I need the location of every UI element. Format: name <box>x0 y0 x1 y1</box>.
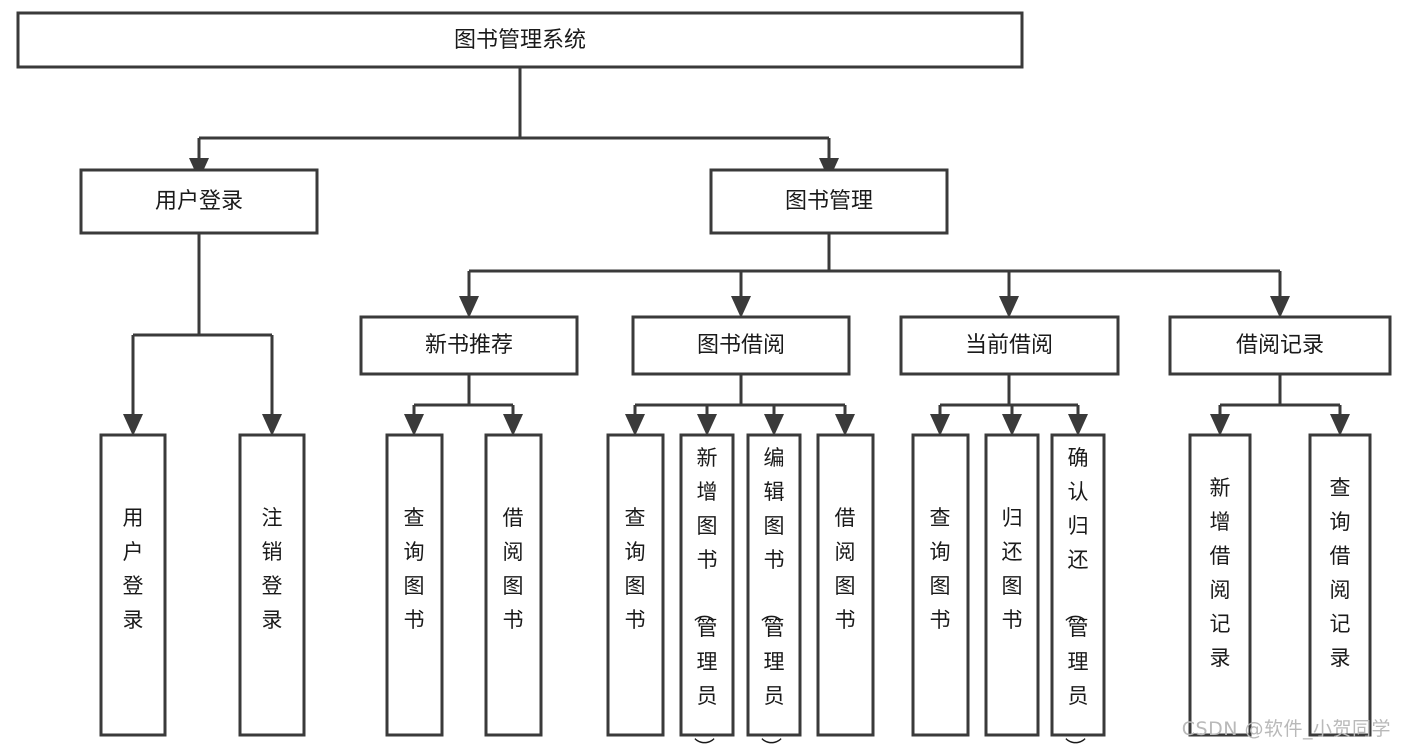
edge-bookborrow-to-leaves-bus <box>633 374 847 416</box>
leaf-add-book-label: 新增图书（管理员） <box>692 446 718 747</box>
arrow-to-leaf-add-book <box>697 414 717 436</box>
node-book-borrow-box <box>631 315 851 376</box>
node-current-borrow-label: 当前借阅 <box>965 333 1053 358</box>
node-book-manage[interactable]: 图书管理 <box>709 168 949 235</box>
leaf-logout-box <box>238 433 306 737</box>
node-root-label: 图书管理系统 <box>454 28 586 53</box>
leaf-query-book-2[interactable]: 查询图书 <box>606 433 665 737</box>
leaf-query-book-3-box <box>911 433 970 737</box>
connector-layer <box>123 67 1350 436</box>
leaf-add-record-box <box>1188 433 1252 737</box>
arrow-to-leaf-add-record <box>1210 414 1230 436</box>
node-root-box <box>16 11 1024 69</box>
leaf-borrow-book-2-label: 借阅图书 <box>835 506 856 632</box>
leaf-query-record[interactable]: 查询借阅记录 <box>1308 433 1372 737</box>
leaf-query-book-2-box <box>606 433 665 737</box>
leaf-confirm-return-label: 确认归还（管理员） <box>1063 446 1089 747</box>
arrow-to-new-book-recommend <box>459 296 479 318</box>
node-book-borrow-label: 图书借阅 <box>697 333 785 358</box>
node-book-borrow[interactable]: 图书借阅 <box>631 315 851 376</box>
node-current-borrow[interactable]: 当前借阅 <box>899 315 1120 376</box>
edge-bookmanage-to-level3-bus <box>467 233 1282 298</box>
leaf-logout-label: 注销登录 <box>262 506 283 632</box>
leaf-user-login-box <box>99 433 167 737</box>
edge-root-to-level2-bus <box>197 67 831 160</box>
arrow-to-leaf-query-book-3 <box>930 414 950 436</box>
leaf-borrow-book-1-label: 借阅图书 <box>503 506 524 632</box>
node-user-login-box <box>79 168 319 235</box>
arrow-to-leaf-logout <box>262 414 282 436</box>
edge-borrowrecord-to-leaves-bus <box>1218 374 1342 416</box>
leaf-add-record[interactable]: 新增借阅记录 <box>1188 433 1252 737</box>
arrow-to-leaf-query-record <box>1330 414 1350 436</box>
leaf-user-login[interactable]: 用户登录 <box>99 433 167 737</box>
arrow-to-leaf-user-login <box>123 414 143 436</box>
leaf-nodes-layer: 用户登录 注销登录 查询图书 借阅图书 查询图书 新增图书（管理员） <box>99 433 1372 747</box>
edge-newbook-to-leaves-bus <box>412 374 515 416</box>
node-new-book-recommend-box <box>359 315 579 376</box>
arrow-to-book-borrow <box>731 296 751 318</box>
leaf-borrow-book-1[interactable]: 借阅图书 <box>484 433 543 737</box>
leaf-add-book-box <box>679 433 735 737</box>
node-new-book-recommend[interactable]: 新书推荐 <box>359 315 579 376</box>
leaf-query-book-1[interactable]: 查询图书 <box>385 433 444 737</box>
leaf-confirm-return[interactable]: 确认归还（管理员） <box>1050 433 1106 747</box>
leaf-query-book-1-label: 查询图书 <box>404 506 425 632</box>
node-book-manage-box <box>709 168 949 235</box>
arrow-to-leaf-query-book-2 <box>625 414 645 436</box>
leaf-borrow-book-2[interactable]: 借阅图书 <box>816 433 875 737</box>
arrow-to-current-borrow <box>999 296 1019 318</box>
leaf-edit-book-label: 编辑图书（管理员） <box>759 446 785 747</box>
node-current-borrow-box <box>899 315 1120 376</box>
arrow-to-leaf-confirm-return <box>1068 414 1088 436</box>
leaf-query-book-2-label: 查询图书 <box>625 506 646 632</box>
leaf-borrow-book-1-box <box>484 433 543 737</box>
arrow-to-leaf-edit-book <box>764 414 784 436</box>
arrow-to-leaf-query-book-1 <box>404 414 424 436</box>
leaf-return-book-label: 归还图书 <box>1002 506 1023 632</box>
leaf-add-record-label: 新增借阅记录 <box>1210 476 1231 670</box>
leaf-return-book-box <box>984 433 1040 737</box>
leaf-edit-book-box <box>746 433 802 737</box>
node-borrow-record[interactable]: 借阅记录 <box>1168 315 1392 376</box>
leaf-query-record-label: 查询借阅记录 <box>1330 476 1351 670</box>
leaf-query-record-box <box>1308 433 1372 737</box>
edge-currentborrow-to-leaves-bus <box>938 374 1080 416</box>
leaf-return-book[interactable]: 归还图书 <box>984 433 1040 737</box>
node-user-login-label: 用户登录 <box>155 189 243 214</box>
arrow-to-borrow-record <box>1270 296 1290 318</box>
leaf-edit-book[interactable]: 编辑图书（管理员） <box>746 433 802 747</box>
node-user-login[interactable]: 用户登录 <box>79 168 319 235</box>
arrow-to-leaf-borrow-book-2 <box>835 414 855 436</box>
leaf-logout[interactable]: 注销登录 <box>238 433 306 737</box>
node-borrow-record-box <box>1168 315 1392 376</box>
leaf-confirm-return-box <box>1050 433 1106 737</box>
edge-userlogin-to-leaves-bus <box>131 233 274 416</box>
leaf-user-login-label: 用户登录 <box>123 506 144 632</box>
arrow-to-leaf-borrow-book-1 <box>503 414 523 436</box>
leaf-add-book[interactable]: 新增图书（管理员） <box>679 433 735 747</box>
leaf-query-book-1-box <box>385 433 444 737</box>
leaf-query-book-3-label: 查询图书 <box>930 506 951 632</box>
node-new-book-recommend-label: 新书推荐 <box>425 333 513 358</box>
leaf-borrow-book-2-box <box>816 433 875 737</box>
arrow-to-leaf-return-book <box>1002 414 1022 436</box>
node-book-manage-label: 图书管理 <box>785 189 873 214</box>
node-borrow-record-label: 借阅记录 <box>1236 333 1324 358</box>
node-root[interactable]: 图书管理系统 <box>16 11 1024 69</box>
leaf-query-book-3[interactable]: 查询图书 <box>911 433 970 737</box>
